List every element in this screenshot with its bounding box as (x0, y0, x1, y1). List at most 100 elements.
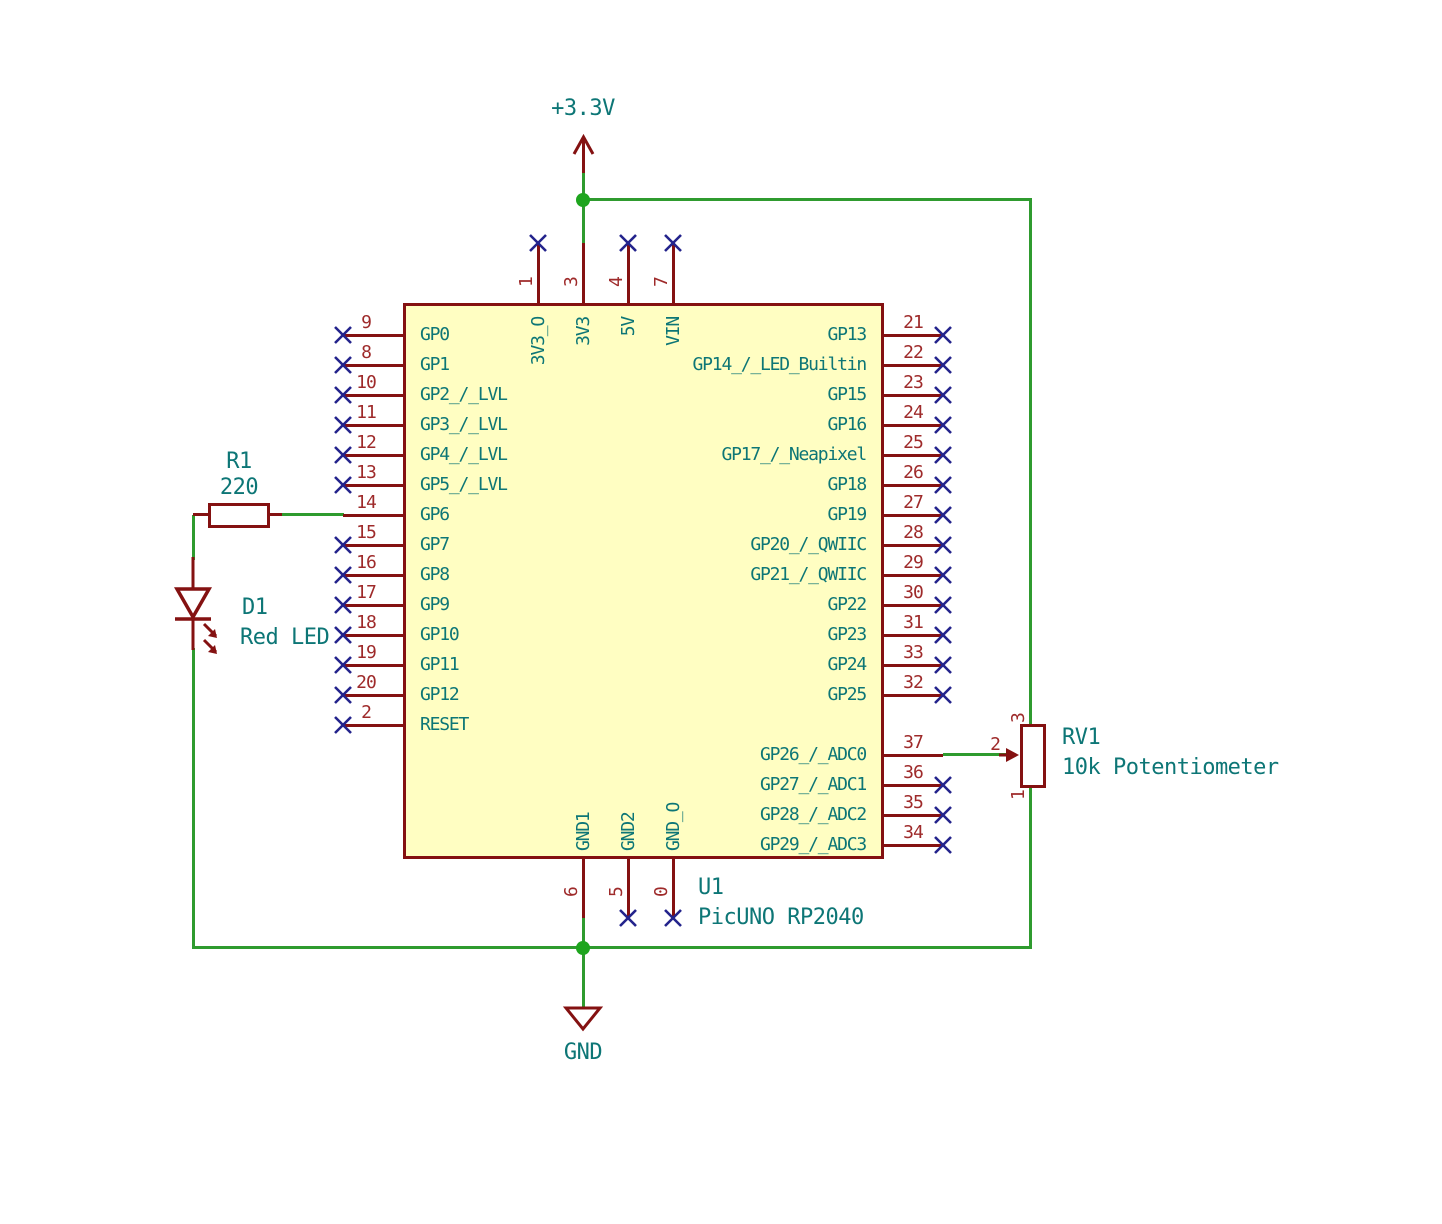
ic-pin-3V3_O[interactable] (537, 243, 540, 305)
ic-pin-GP4_/_LVL[interactable] (343, 454, 403, 457)
no-connect-icon[interactable] (933, 565, 953, 585)
potentiometer-wiper-arrow[interactable] (999, 746, 1020, 764)
led-symbol[interactable] (158, 553, 238, 658)
ic-pin-GP28_/_ADC2[interactable] (881, 814, 943, 817)
ic-pin-GP11[interactable] (343, 664, 403, 667)
pot-value[interactable]: 10k Potentiometer (1062, 755, 1279, 780)
ic-pin-GP8[interactable] (343, 574, 403, 577)
no-connect-icon[interactable] (663, 908, 683, 928)
no-connect-icon[interactable] (333, 535, 353, 555)
no-connect-icon[interactable] (933, 535, 953, 555)
no-connect-icon[interactable] (933, 595, 953, 615)
ic-pin-GND2[interactable] (627, 856, 630, 918)
ic-pin-GP15[interactable] (881, 394, 943, 397)
no-connect-icon[interactable] (333, 355, 353, 375)
ic-pin-GP21_/_QWIIC[interactable] (881, 574, 943, 577)
ic-pin-5V[interactable] (627, 243, 630, 305)
resistor-value[interactable]: 220 (219, 475, 259, 500)
wire-pot-top[interactable] (1029, 199, 1032, 725)
ic-pin-GP19[interactable] (881, 514, 943, 517)
no-connect-icon[interactable] (333, 625, 353, 645)
no-connect-icon[interactable] (333, 715, 353, 735)
ic-pin-GP26_/_ADC0[interactable] (881, 754, 943, 757)
no-connect-icon[interactable] (933, 625, 953, 645)
led-value[interactable]: Red LED (240, 625, 330, 650)
wire-adc0-pot[interactable] (943, 753, 1006, 756)
ic-pin-3V3[interactable] (582, 243, 585, 305)
no-connect-icon[interactable] (933, 805, 953, 825)
no-connect-icon[interactable] (933, 445, 953, 465)
gnd-net-label[interactable]: GND (563, 1040, 603, 1065)
no-connect-icon[interactable] (333, 565, 353, 585)
ic-pin-GP5_/_LVL[interactable] (343, 484, 403, 487)
ic-pin-GP9[interactable] (343, 604, 403, 607)
wire-led-gnd[interactable] (192, 648, 195, 949)
resistor-symbol[interactable] (208, 503, 270, 528)
ic-pin-GP0[interactable] (343, 334, 403, 337)
pot-reference[interactable]: RV1 (1062, 725, 1101, 750)
no-connect-icon[interactable] (333, 475, 353, 495)
ic-pin-GP23[interactable] (881, 634, 943, 637)
wire-gnd-symbol[interactable] (582, 948, 585, 1007)
ic-pin-GP3_/_LVL[interactable] (343, 424, 403, 427)
gnd-symbol[interactable] (562, 1006, 604, 1032)
no-connect-icon[interactable] (663, 233, 683, 253)
no-connect-icon[interactable] (933, 655, 953, 675)
no-connect-icon[interactable] (333, 415, 353, 435)
ic-pin-GP6[interactable] (343, 514, 403, 517)
ic-pin-GP25[interactable] (881, 694, 943, 697)
ic-pin-GP29_/_ADC3[interactable] (881, 844, 943, 847)
wire-3v3-rail[interactable] (582, 198, 1032, 201)
no-connect-icon[interactable] (933, 685, 953, 705)
potentiometer-symbol[interactable] (1020, 724, 1046, 788)
no-connect-icon[interactable] (933, 475, 953, 495)
wire-gnd1-pin[interactable] (582, 918, 585, 949)
no-connect-icon[interactable] (618, 908, 638, 928)
resistor-reference[interactable]: R1 (226, 449, 252, 474)
wire-gnd-rail[interactable] (192, 946, 1032, 949)
wire-resistor-gp6[interactable] (282, 513, 344, 516)
ic-value[interactable]: PicUNO RP2040 (698, 905, 864, 930)
ic-pin-GP18[interactable] (881, 484, 943, 487)
no-connect-icon[interactable] (333, 325, 353, 345)
ic-reference[interactable]: U1 (698, 875, 724, 900)
no-connect-icon[interactable] (933, 775, 953, 795)
no-connect-icon[interactable] (333, 385, 353, 405)
ic-pin-VIN[interactable] (672, 243, 675, 305)
ic-pin-GP20_/_QWIIC[interactable] (881, 544, 943, 547)
resistor-lead[interactable] (270, 513, 282, 516)
ic-pin-GP24[interactable] (881, 664, 943, 667)
no-connect-icon[interactable] (333, 685, 353, 705)
ic-symbol-body[interactable] (403, 303, 884, 859)
wire-resistor-led[interactable] (192, 515, 195, 560)
power-arrow-icon[interactable] (570, 133, 597, 173)
ic-pin-RESET[interactable] (343, 724, 403, 727)
resistor-lead[interactable] (193, 513, 208, 516)
no-connect-icon[interactable] (528, 233, 548, 253)
wire-pot-bottom[interactable] (1029, 787, 1032, 949)
no-connect-icon[interactable] (618, 233, 638, 253)
no-connect-icon[interactable] (333, 655, 353, 675)
no-connect-icon[interactable] (333, 445, 353, 465)
ic-pin-GP16[interactable] (881, 424, 943, 427)
ic-pin-GP27_/_ADC1[interactable] (881, 784, 943, 787)
no-connect-icon[interactable] (933, 415, 953, 435)
led-reference[interactable]: D1 (242, 595, 268, 620)
junction-dot[interactable] (576, 941, 590, 955)
ic-pin-GP14_/_LED_Builtin[interactable] (881, 364, 943, 367)
ic-pin-GND1[interactable] (582, 856, 585, 918)
no-connect-icon[interactable] (933, 355, 953, 375)
ic-pin-GP22[interactable] (881, 604, 943, 607)
no-connect-icon[interactable] (933, 325, 953, 345)
no-connect-icon[interactable] (933, 505, 953, 525)
no-connect-icon[interactable] (933, 835, 953, 855)
ic-pin-GP2_/_LVL[interactable] (343, 394, 403, 397)
no-connect-icon[interactable] (933, 385, 953, 405)
ic-pin-GP13[interactable] (881, 334, 943, 337)
ic-pin-GP17_/_Neapixel[interactable] (881, 454, 943, 457)
ic-pin-GP1[interactable] (343, 364, 403, 367)
ic-pin-GND_O[interactable] (672, 856, 675, 918)
ic-pin-GP12[interactable] (343, 694, 403, 697)
ic-pin-GP10[interactable] (343, 634, 403, 637)
ic-pin-GP7[interactable] (343, 544, 403, 547)
